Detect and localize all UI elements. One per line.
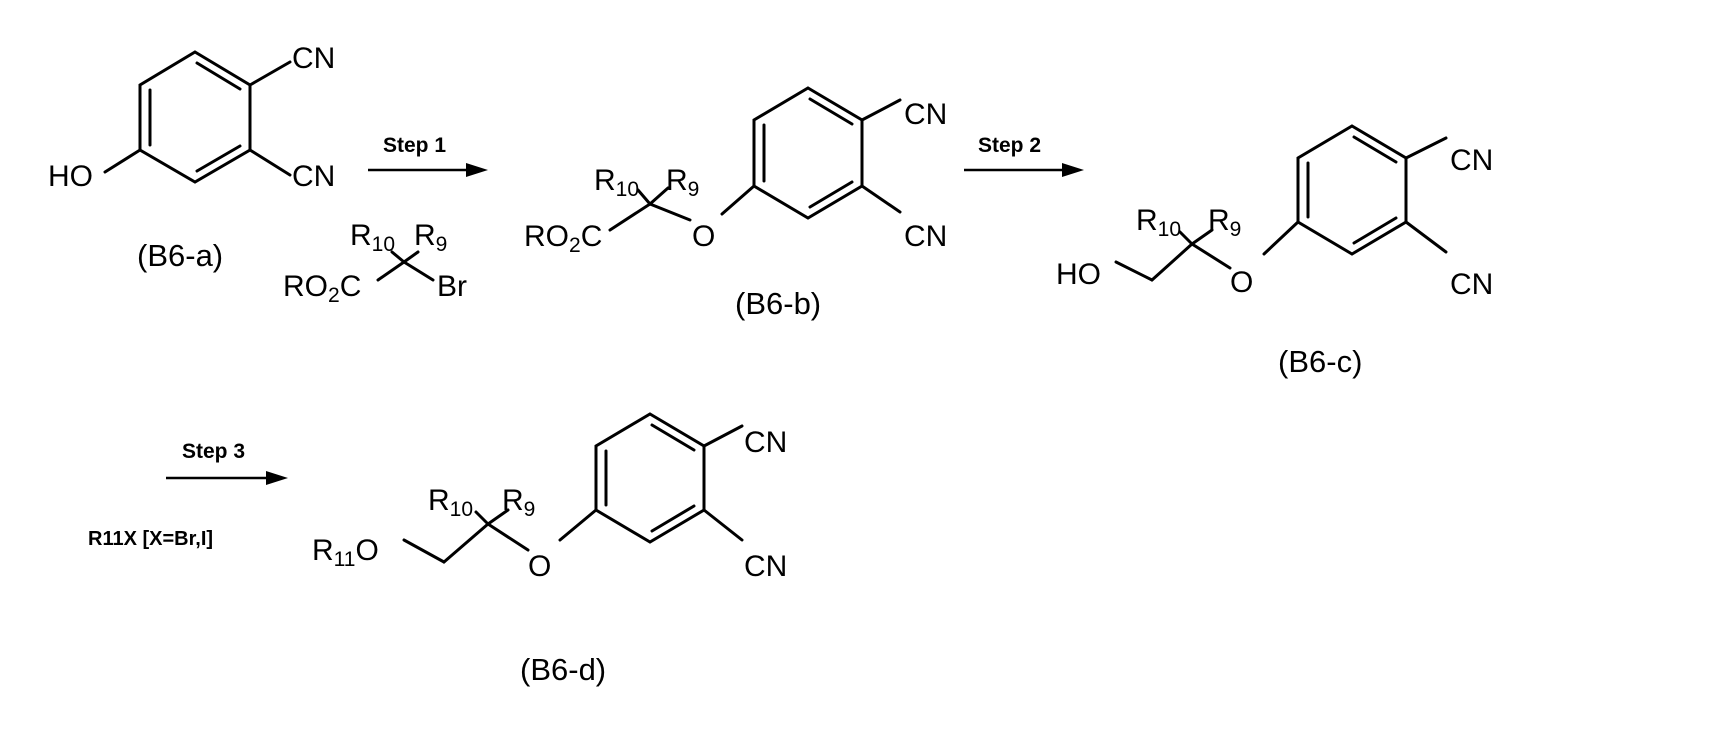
reagent-r9: R9 — [414, 219, 447, 256]
step-1-label: Step 1 — [383, 134, 446, 157]
r10-label: R10 — [1136, 204, 1181, 241]
benzene-ring-b6c — [1298, 126, 1406, 254]
hydroxyl-label: HO — [1056, 258, 1101, 291]
r11-ether-label: R11O — [312, 534, 379, 571]
step-2: Step 2 — [964, 134, 1084, 177]
step-3: Step 3 R11X [X=Br,I] — [88, 440, 288, 550]
cn-label: CN — [292, 160, 335, 193]
cn-label: CN — [744, 426, 787, 459]
step-2-label: Step 2 — [978, 134, 1041, 157]
reagent-ester: RO2C — [283, 270, 361, 307]
reagent-r10: R10 — [350, 219, 395, 256]
cn-label: CN — [904, 220, 947, 253]
benzene-ring-b6d — [596, 414, 704, 542]
arrow-head-icon — [1062, 163, 1084, 177]
ester-label: RO2C — [524, 220, 602, 257]
compound-caption-b6b: (B6-b) — [735, 286, 821, 321]
cn-label: CN — [1450, 144, 1493, 177]
compound-b6d: CN CN O R10 R9 R11O (B6-d) — [312, 414, 787, 687]
hydroxyl-label: HO — [48, 160, 93, 193]
cn-label: CN — [292, 42, 335, 75]
compound-b6c: CN CN O R10 R9 HO (B6-c) — [1056, 126, 1493, 379]
compound-b6a: CN CN HO (B6-a) — [48, 42, 335, 273]
compound-caption-b6c: (B6-c) — [1278, 344, 1362, 379]
arrow-head-icon — [266, 471, 288, 485]
cn-label: CN — [904, 98, 947, 131]
compound-b6b: CN CN O R10 R9 RO2C (B6-b) — [524, 88, 947, 321]
ether-oxygen-label: O — [692, 220, 715, 253]
cn-label: CN — [744, 550, 787, 583]
reagent-bromide: Br — [437, 270, 467, 303]
compound-caption-b6d: (B6-d) — [520, 652, 606, 687]
benzene-ring-b6b — [754, 88, 862, 218]
step-3-label: Step 3 — [182, 440, 245, 463]
compound-caption-b6a: (B6-a) — [137, 238, 223, 273]
r9-label: R9 — [666, 164, 699, 201]
r10-label: R10 — [594, 164, 639, 201]
r9-label: R9 — [1208, 204, 1241, 241]
cn-label: CN — [1450, 268, 1493, 301]
step-3-reagent: R11X [X=Br,I] — [88, 528, 213, 550]
ether-oxygen-label: O — [1230, 266, 1253, 299]
r10-label: R10 — [428, 484, 473, 521]
r9-label: R9 — [502, 484, 535, 521]
arrow-head-icon — [466, 163, 488, 177]
benzene-ring-b6a — [140, 52, 250, 182]
ether-oxygen-label: O — [528, 550, 551, 583]
